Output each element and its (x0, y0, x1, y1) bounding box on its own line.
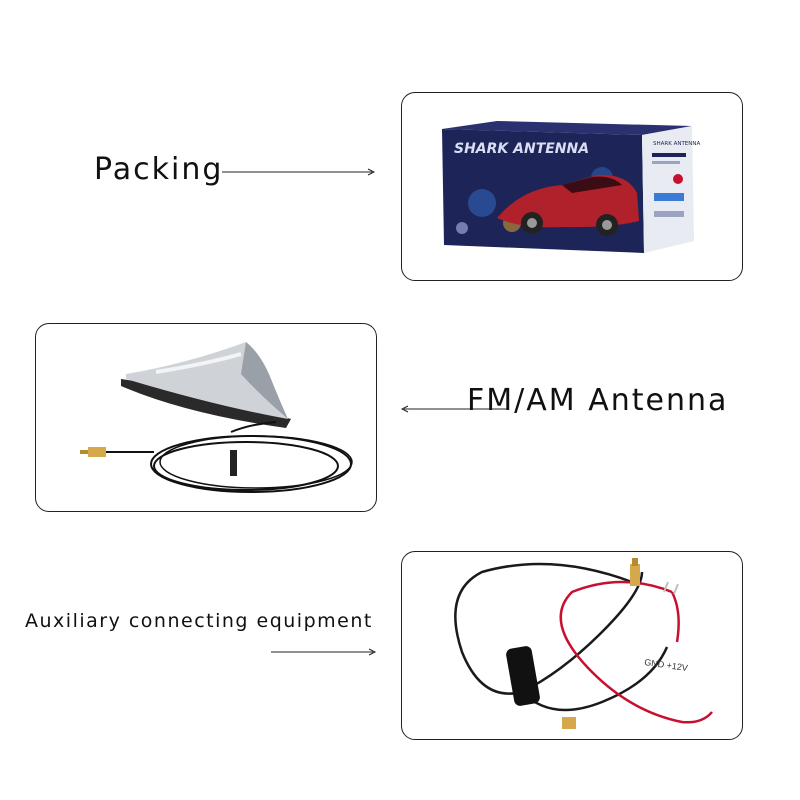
box-side-text: SHARK ANTENNA (653, 141, 701, 147)
auxiliary-image-frame: GND +12V (401, 551, 743, 740)
packing-label: Packing (94, 152, 224, 187)
packing-arrow-icon (222, 168, 376, 176)
auxiliary-arrow-icon (271, 648, 377, 656)
auxiliary-label: Auxiliary connecting equipment (25, 610, 373, 632)
antenna-arrow-icon (400, 405, 508, 413)
shark-antenna-photo (80, 342, 353, 493)
antenna-label: FM/AM Antenna (467, 383, 729, 418)
antenna-image-frame (35, 323, 377, 512)
antenna-box-photo: SHARK ANTENNA SHARK ANTENNA (442, 121, 701, 253)
box-brand-text: SHARK ANTENNA (454, 141, 589, 157)
packing-image-frame: SHARK ANTENNA SHARK ANTENNA (401, 92, 743, 281)
amplifier-cable-photo: GND +12V (454, 558, 713, 729)
